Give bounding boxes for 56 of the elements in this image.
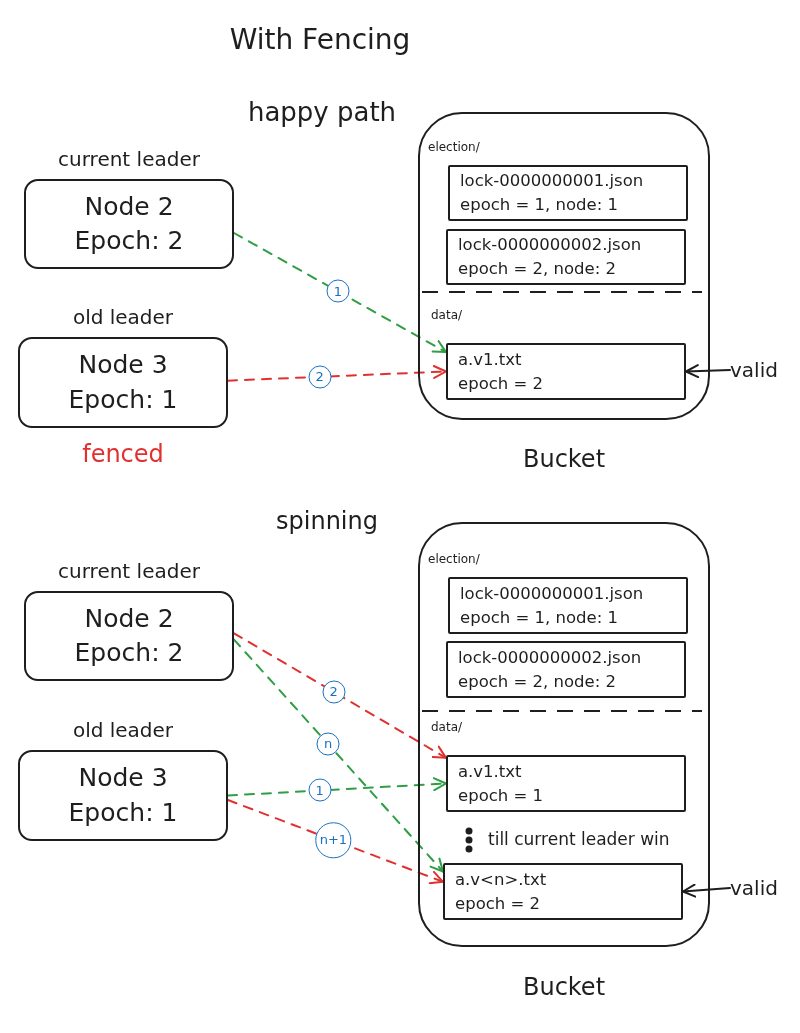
caption-text: Bucket <box>522 973 606 1001</box>
file-content: epoch = 2 <box>458 372 544 395</box>
step-number: 1 <box>308 778 332 802</box>
step-number: 2 <box>322 680 346 704</box>
role-label: old leader <box>72 718 174 742</box>
file-content: epoch = 1 <box>458 784 544 807</box>
file-box <box>448 165 688 221</box>
file-content: epoch = 2, node: 2 <box>458 670 617 693</box>
file-name: lock-0000000002.json <box>458 646 642 669</box>
node-label: Node 3 Epoch: 1 <box>67 349 179 416</box>
dashed-arrow <box>233 632 447 759</box>
file-name: lock-0000000001.json <box>460 582 644 605</box>
dashed-arrow <box>233 232 447 354</box>
step-number: 2 <box>308 365 332 389</box>
role-label: old leader <box>72 305 174 329</box>
dashed-arrow <box>227 365 447 382</box>
node-label: Node 2 Epoch: 2 <box>73 190 185 257</box>
dashed-arrow <box>227 777 447 797</box>
dashed-arrow <box>227 799 444 885</box>
annotation-text: valid <box>730 357 778 383</box>
file-name: a.v1.txt <box>458 760 522 783</box>
file-content: epoch = 1, node: 1 <box>460 194 619 216</box>
step-number: n+1 <box>315 822 352 858</box>
arrow <box>682 883 731 898</box>
caption-text: Bucket <box>522 445 606 473</box>
file-box <box>448 577 688 634</box>
step-number: n <box>316 732 340 756</box>
file-box <box>443 863 683 920</box>
step-number: 1 <box>326 279 350 303</box>
folder-label: election/ <box>428 552 480 567</box>
file-content: epoch = 2 <box>455 892 541 915</box>
diagram-title: With Fencing <box>229 23 411 57</box>
file-box <box>446 641 686 698</box>
node-label: Node 2 Epoch: 2 <box>73 602 185 669</box>
file-name: a.v1.txt <box>458 348 522 371</box>
role-label: current leader <box>58 559 200 583</box>
file-box <box>446 229 686 285</box>
folder-label: data/ <box>431 308 463 323</box>
section-heading: spinning <box>276 506 378 538</box>
file-content: epoch = 2, node: 2 <box>458 258 617 280</box>
file-box <box>446 755 686 812</box>
arrow <box>685 364 731 379</box>
role-label: current leader <box>58 147 200 171</box>
file-name: lock-0000000001.json <box>460 170 644 192</box>
dashed-arrow <box>233 638 444 873</box>
file-name: a.v<n>.txt <box>455 868 547 891</box>
folder-label: election/ <box>428 140 480 155</box>
node-label: Node 3 Epoch: 1 <box>67 762 179 829</box>
status-text: fenced <box>82 440 164 468</box>
note-text: till current leader win <box>488 828 670 852</box>
folder-label: data/ <box>431 720 463 735</box>
annotation-text: valid <box>730 875 778 901</box>
file-name: lock-0000000002.json <box>458 234 642 256</box>
file-box <box>446 343 686 400</box>
file-content: epoch = 1, node: 1 <box>460 606 619 629</box>
section-heading: happy path <box>247 95 397 129</box>
